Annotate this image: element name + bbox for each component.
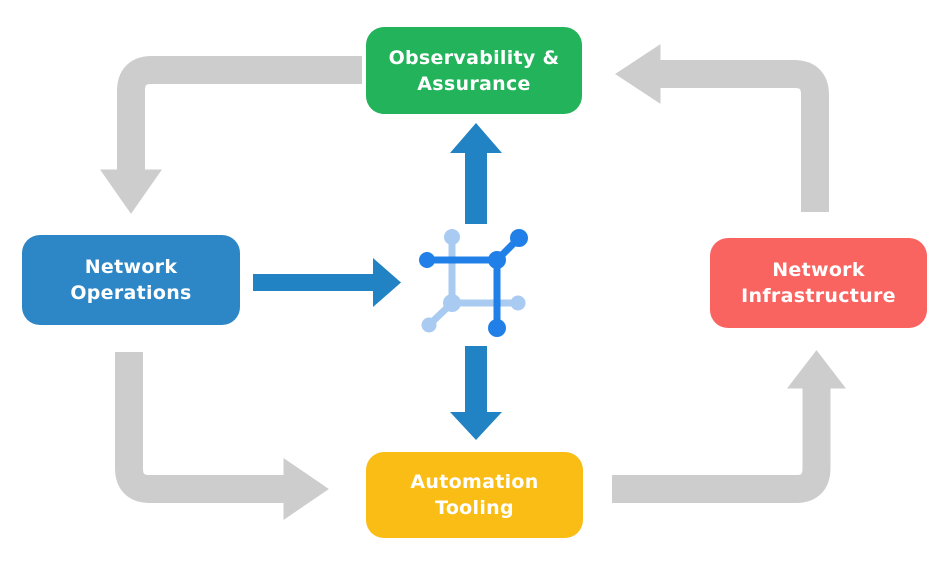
arrowhead-down-icon: [100, 169, 162, 214]
network-mesh-icon-secondary: [421, 229, 526, 333]
node-label-line2: Operations: [70, 282, 192, 304]
arrowhead-left-icon: [615, 44, 661, 104]
network-mesh-icon: [419, 229, 528, 337]
node-label-line1: Network: [84, 256, 178, 278]
arrowhead-up-icon: [786, 350, 847, 389]
node-label-line1: Automation: [410, 471, 539, 493]
arrowhead-right-icon: [283, 458, 329, 520]
arrow-tooling-to-infrastructure: [612, 350, 847, 503]
arrowhead-up-icon: [450, 123, 502, 153]
arrowhead-down-icon: [450, 412, 502, 440]
arrowhead-right-icon: [373, 258, 401, 307]
arrow-center-to-observability: [450, 123, 502, 224]
node-label-line1: Observability &: [388, 46, 560, 69]
node-observability-assurance: Observability & Assurance: [366, 27, 582, 114]
arrow-observability-to-operations: [100, 56, 362, 214]
node-network-operations: Network Operations: [22, 235, 240, 325]
arrow-infrastructure-to-observability: [615, 44, 829, 212]
arrow-operations-to-tooling: [115, 352, 329, 520]
node-label-line2: Infrastructure: [741, 285, 896, 307]
node-automation-tooling: Automation Tooling: [366, 452, 583, 538]
node-label-line2: Assurance: [417, 72, 531, 95]
node-network-infrastructure: Network Infrastructure: [710, 238, 927, 328]
arrow-center-to-tooling: [450, 346, 502, 440]
node-label-line2: Tooling: [435, 497, 514, 519]
node-label-line1: Network: [772, 259, 865, 281]
arrow-operations-to-center: [253, 258, 401, 307]
network-mesh-icon-primary: [419, 229, 528, 337]
